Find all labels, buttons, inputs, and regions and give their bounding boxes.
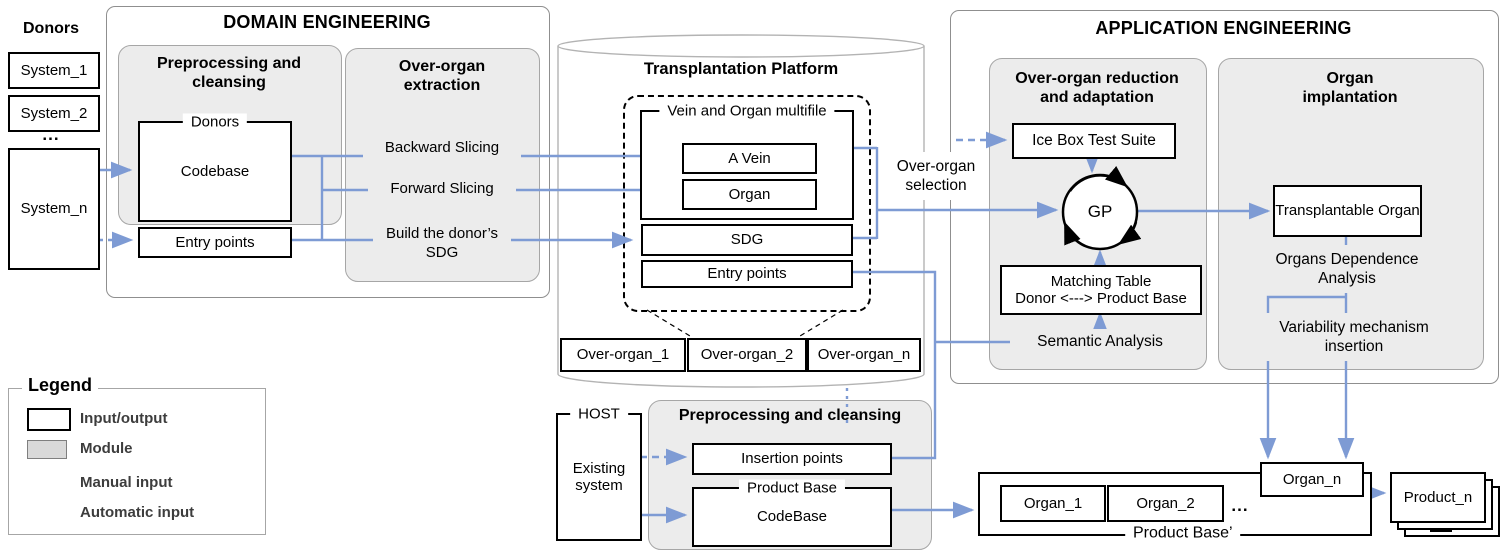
- legend-automatic-input-label: Automatic input: [80, 504, 195, 521]
- organ-box: Organ: [682, 179, 817, 210]
- system-n-box: System_n: [8, 148, 100, 270]
- codebase2-label: CodeBase: [756, 508, 828, 526]
- domain-engineering-title: DOMAIN ENGINEERING: [223, 12, 431, 32]
- legend-title: Legend: [22, 372, 98, 398]
- multifile-tag: Vein and Organ multifile: [659, 102, 835, 120]
- host-body-label: Existing system: [572, 459, 626, 494]
- platform-title: Transplantation Platform: [643, 59, 839, 78]
- donors-ellipsis: ...: [42, 125, 60, 145]
- over-organ-2-box: Over-organ_2: [687, 338, 807, 372]
- matching-table-box: Matching Table Donor <---> Product Base: [1000, 265, 1202, 315]
- legend-manual-input-label: Manual input: [80, 474, 173, 491]
- legend-module-swatch: [27, 440, 67, 459]
- sdg-box: SDG: [641, 224, 853, 256]
- host-tag: HOST: [570, 405, 628, 423]
- variability-insertion-label: Variability mechanism insertion: [1258, 313, 1450, 361]
- over-organ-n-box: Over-organ_n: [807, 338, 921, 372]
- donors-codebase-label: Codebase: [180, 162, 250, 180]
- application-engineering-title: APPLICATION ENGINEERING: [1095, 18, 1352, 38]
- reduction-module-title: Over-organ reduction and adaptation: [1015, 70, 1179, 106]
- semantic-analysis-label: Semantic Analysis: [1010, 329, 1190, 354]
- implantation-module-title: Organ implantation: [1302, 70, 1398, 106]
- legend-input-output-label: Input/output: [80, 410, 168, 427]
- matching-table-line2: Donor <---> Product Base: [1015, 290, 1187, 307]
- organs-dependence-label: Organs Dependence Analysis: [1262, 245, 1432, 293]
- legend-module-label: Module: [80, 440, 133, 457]
- platform-entry-points-box: Entry points: [641, 260, 853, 288]
- organ-1-box: Organ_1: [1000, 485, 1106, 522]
- product-base-prime-label: Product Base’: [1124, 523, 1241, 543]
- gp-cycle-icon: [1061, 166, 1142, 251]
- backward-slicing-label: Backward Slicing: [363, 138, 521, 159]
- callout-line-right: [799, 309, 844, 337]
- forward-slicing-label: Forward Slicing: [368, 179, 516, 200]
- callout-line-left: [646, 309, 691, 337]
- product-n-stack: Product_n: [1390, 472, 1502, 542]
- organ-2-box: Organ_2: [1107, 485, 1224, 522]
- product-n-box: Product_n: [1390, 472, 1486, 523]
- over-organ-dashed-box: [623, 95, 871, 312]
- host-box: HOST Existing system: [556, 405, 642, 541]
- insertion-points-box: Insertion points: [692, 443, 892, 475]
- ice-box-test-suite-box: Ice Box Test Suite: [1012, 123, 1176, 159]
- organ-n-box: Organ_n: [1260, 462, 1364, 497]
- extraction-module-title: Over-organ extraction: [398, 58, 486, 94]
- line-platform-output-bracket: [849, 146, 879, 240]
- donors-codebase-tag: Donors: [182, 113, 248, 131]
- donors-codebase-box: Donors Codebase: [138, 113, 292, 222]
- a-vein-box: A Vein: [682, 143, 817, 174]
- product-base-ellipsis: ...: [1231, 496, 1249, 516]
- build-sdg-label: Build the donor’s SDG: [373, 222, 511, 266]
- transplantable-organ-box: Transplantable Organ: [1273, 185, 1422, 237]
- host-preprocessing-title: Preprocessing and cleansing: [678, 407, 902, 424]
- over-organ-selection-label: Over-organ selection: [884, 152, 988, 200]
- product-base-tag: Product Base: [738, 479, 846, 497]
- system-1-box: System_1: [8, 52, 100, 89]
- matching-table-line1: Matching Table: [1050, 272, 1152, 290]
- line-entrypoints-to-insertionpoints: [849, 270, 937, 460]
- gp-label: GP: [1087, 202, 1113, 222]
- domain-engineering-container: [106, 6, 550, 298]
- entry-points-box: Entry points: [138, 227, 292, 258]
- arrow-dependence-to-organn: [1259, 295, 1346, 460]
- over-organ-1-box: Over-organ_1: [560, 338, 686, 372]
- system-2-box: System_2: [8, 95, 100, 132]
- legend-input-output-swatch: [27, 408, 71, 431]
- product-base-codebase-box: Product Base CodeBase: [692, 479, 892, 547]
- preprocessing-module-title: Preprocessing and cleansing: [156, 55, 302, 91]
- donors-header: Donors: [23, 20, 79, 37]
